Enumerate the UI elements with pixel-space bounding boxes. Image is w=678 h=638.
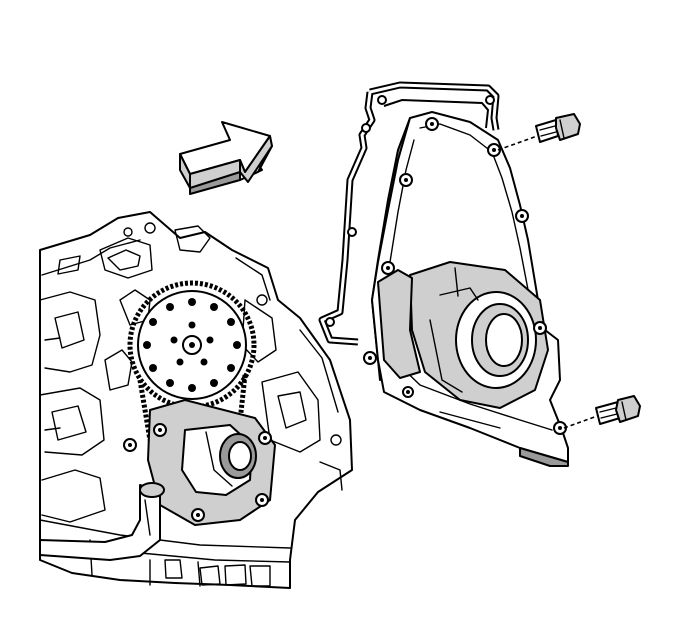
front-cover-gasket: [318, 81, 500, 346]
oil-pump: [123, 399, 276, 526]
cover-bolt-bosses: [363, 117, 567, 435]
installation-direction-arrow: [179, 121, 273, 195]
sprocket-holes: [143, 298, 241, 392]
oil-pickup-tube: [39, 482, 165, 561]
engine-block: [39, 211, 353, 589]
front-cover-bolt-lower: [563, 395, 641, 429]
front-cover-bolt-upper: [497, 113, 581, 151]
engine-front-cover: [363, 111, 569, 467]
